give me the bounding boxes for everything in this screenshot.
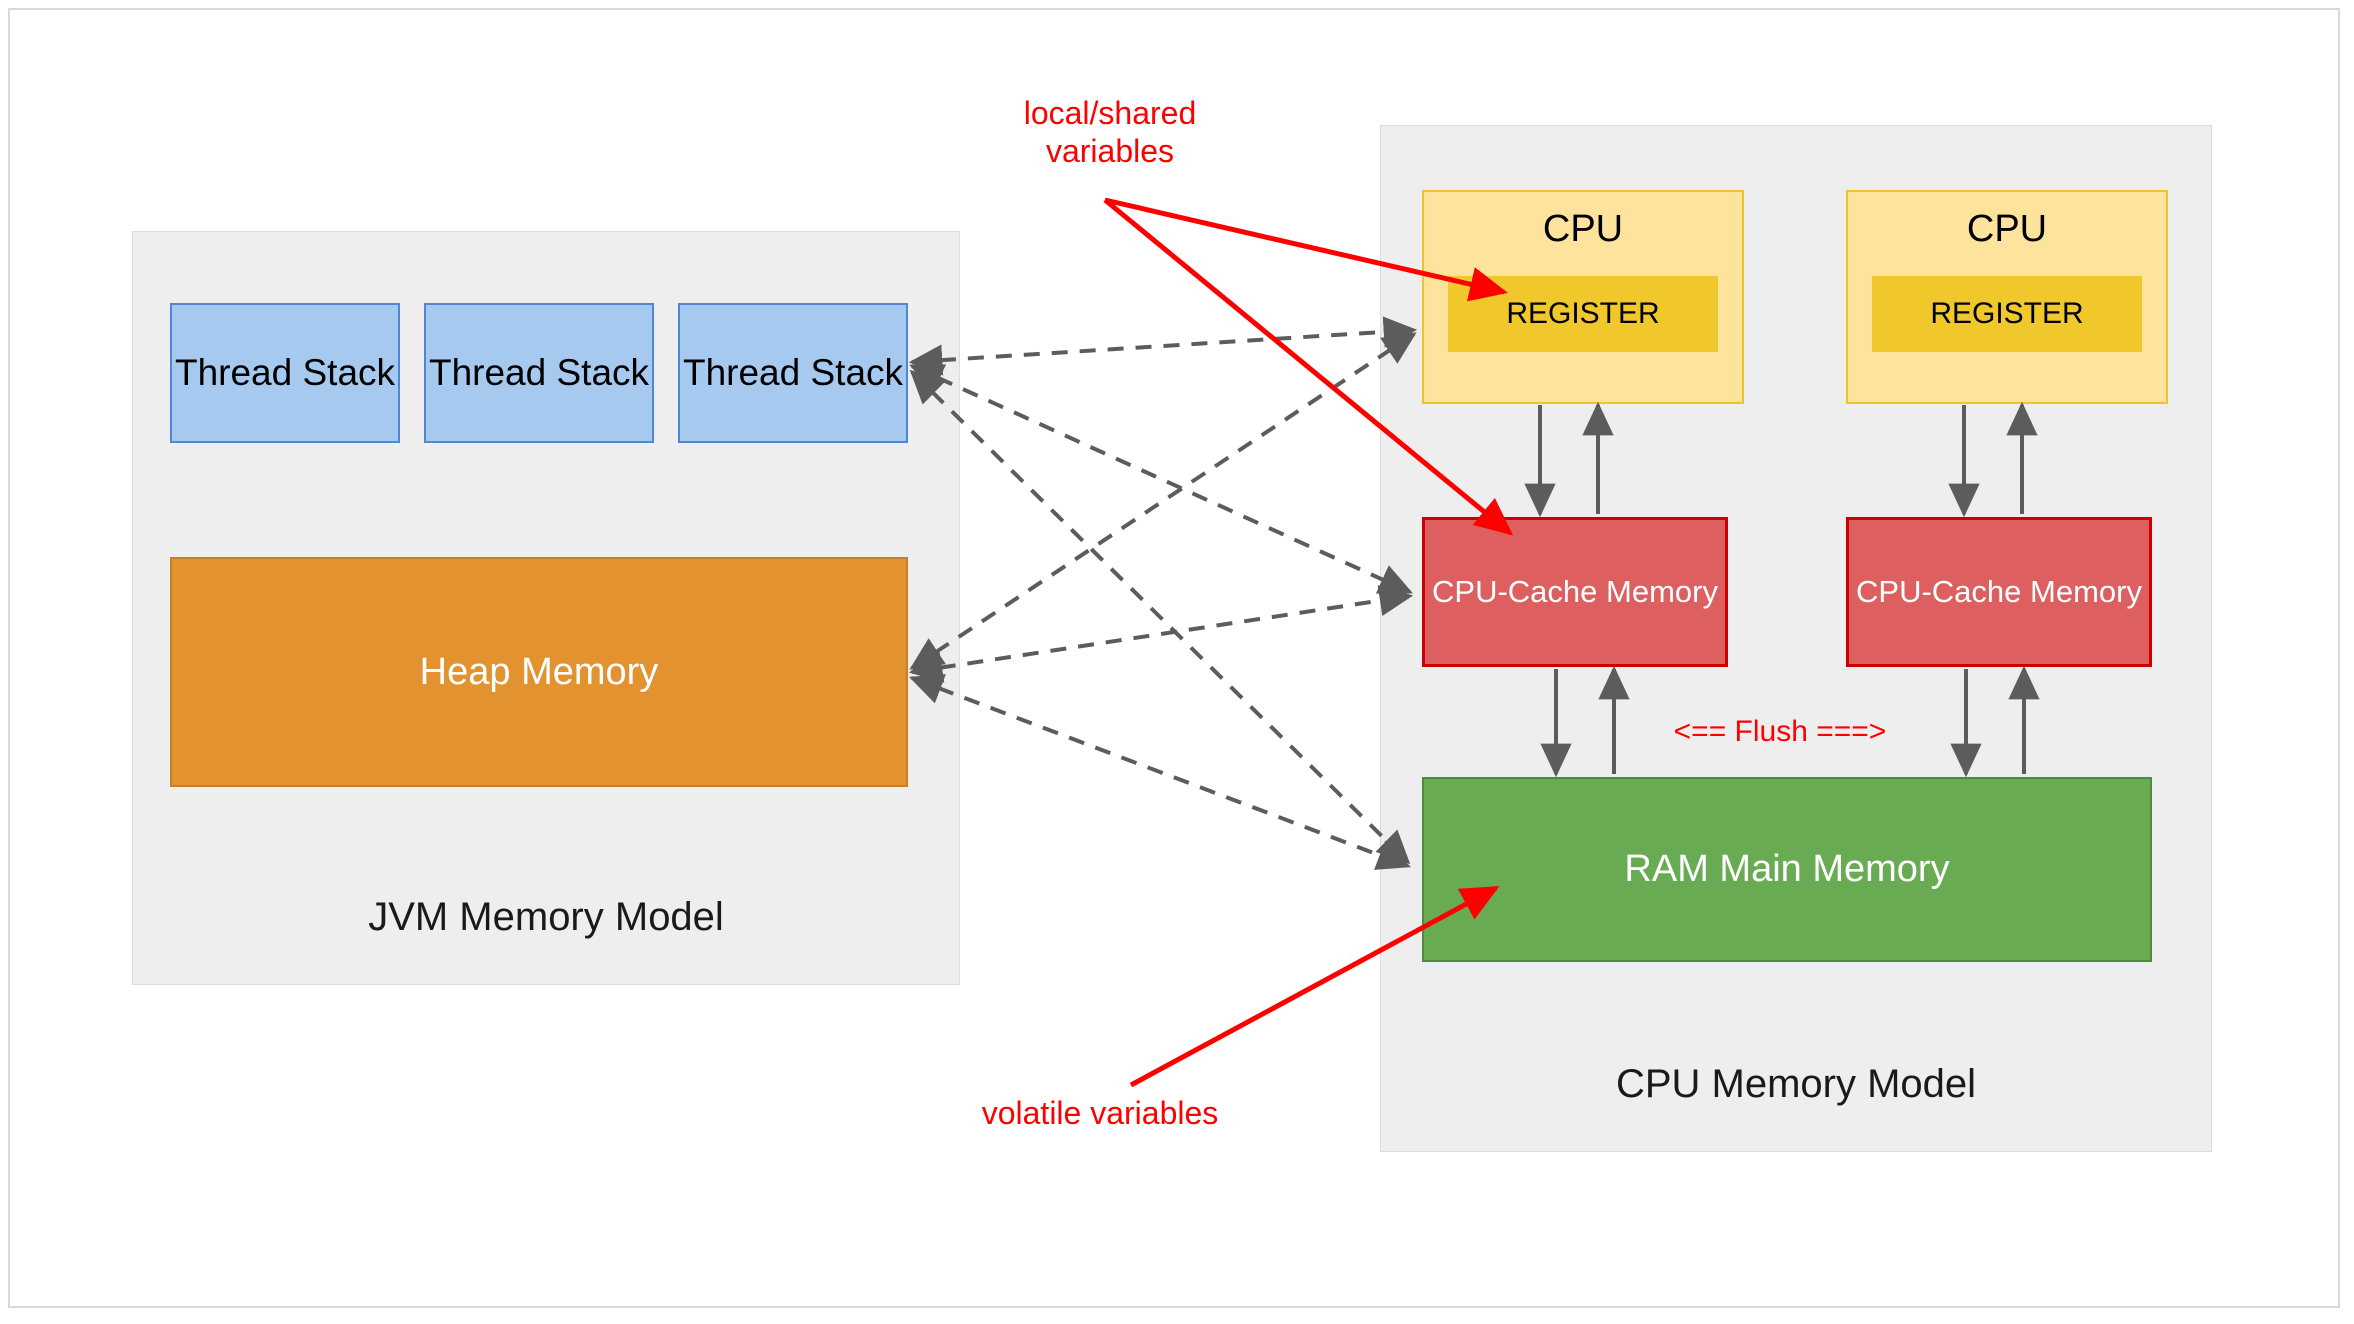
cpu-cache-memory-box-2[interactable]: CPU-Cache Memory — [1846, 517, 2152, 667]
register-box-1[interactable]: REGISTER — [1448, 276, 1718, 352]
cpu-cache-memory-box-1[interactable]: CPU-Cache Memory — [1422, 517, 1728, 667]
thread-stack-box-1[interactable]: Thread Stack — [170, 303, 400, 443]
flush-label: <== Flush ===> — [1673, 715, 1887, 748]
ram-main-memory-box[interactable]: RAM Main Memory — [1422, 777, 2152, 962]
cpu-box-1[interactable]: CPU REGISTER — [1422, 190, 1744, 404]
thread-stack-box-2[interactable]: Thread Stack — [424, 303, 654, 443]
local-shared-variables-label: local/shared variables — [1023, 95, 1197, 169]
volatile-variables-label: volatile variables — [981, 1095, 1219, 1131]
heap-memory-box[interactable]: Heap Memory — [170, 557, 908, 787]
register-box-2[interactable]: REGISTER — [1872, 276, 2142, 352]
cpu-memory-model-label: CPU Memory Model — [1615, 1062, 1977, 1106]
cpu-title-2: CPU — [1966, 208, 2048, 250]
cpu-title-1: CPU — [1542, 208, 1624, 250]
thread-stack-box-3[interactable]: Thread Stack — [678, 303, 908, 443]
cpu-box-2[interactable]: CPU REGISTER — [1846, 190, 2168, 404]
jvm-memory-model-label: JVM Memory Model — [368, 895, 724, 939]
